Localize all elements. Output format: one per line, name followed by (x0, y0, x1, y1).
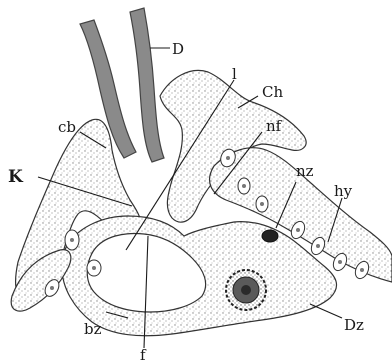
label-K: K (8, 167, 24, 187)
label-cb: cb (58, 118, 76, 136)
label-Dz: Dz (344, 316, 364, 334)
label-Ch: Ch (262, 83, 283, 101)
label-nz: nz (296, 162, 314, 180)
dark-nucleus (262, 230, 278, 242)
label-D: D (172, 40, 184, 58)
label-nf: nf (266, 117, 283, 135)
label-l: l (232, 65, 237, 83)
label-hy: hy (334, 182, 353, 200)
duct-right (130, 8, 164, 162)
label-bz: bz (84, 320, 102, 338)
label-f: f (140, 346, 147, 364)
large-cell-nucleus (226, 270, 266, 310)
